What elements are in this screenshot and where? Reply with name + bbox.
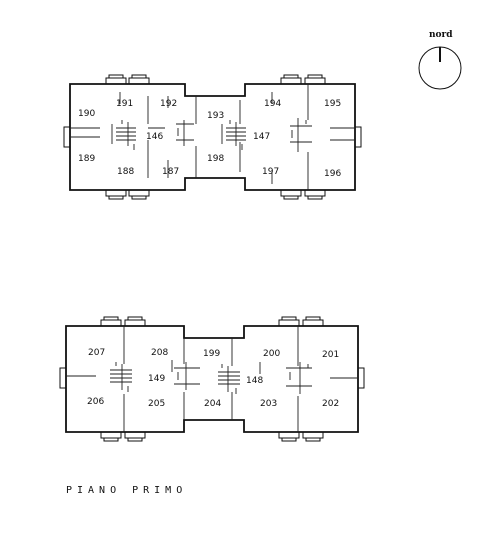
stair-label: 149 [148,374,165,384]
room-label: 202 [322,399,339,409]
lower-stair-core-west [174,362,200,390]
room-label: 200 [263,349,280,359]
room-label: 194 [264,99,281,109]
lower-top-bay-3 [278,316,300,326]
lower-top-bay-4 [302,316,324,326]
stair-label: 148 [246,376,263,386]
lower-stair-core-east [286,362,312,394]
upper-top-bay-4 [304,74,326,84]
room-label: 190 [78,109,95,119]
lower-bottom-bay-2 [124,432,146,442]
room-label: 195 [324,99,341,109]
upper-bottom-bay-3 [280,190,302,200]
upper-stair-core-east [290,118,312,152]
upper-partitions [70,84,355,190]
upper-east-bay [354,126,362,148]
room-label: 204 [204,399,221,409]
upper-bottom-bay-2 [128,190,150,200]
room-label: 207 [88,348,105,358]
upper-stair-core-146 [111,120,136,150]
room-label: 199 [203,349,220,359]
upper-top-bay-3 [280,74,302,84]
upper-top-bay-1 [105,74,127,84]
compass-label: nord [429,30,453,40]
lower-west-bay [59,367,67,389]
upper-building-block: 190 191 192 193 194 195 189 188 187 198 … [63,74,362,200]
upper-top-bay-2 [128,74,150,84]
lower-bottom-bay-3 [278,432,300,442]
lower-building-block: 207 208 199 200 201 206 205 204 203 202 … [59,316,365,442]
room-label: 187 [162,167,179,177]
stair-label: 146 [146,132,163,142]
room-label: 191 [116,99,133,109]
room-label: 206 [87,397,104,407]
room-label: 189 [78,154,95,164]
lower-block-outline [65,325,359,433]
upper-stair-core-west [176,120,194,146]
room-label: 197 [262,167,279,177]
upper-bottom-bay-1 [105,190,127,200]
upper-bottom-bay-4 [304,190,326,200]
floor-caption: PIANO PRIMO [66,485,188,496]
stair-label: 147 [253,132,270,142]
room-label: 208 [151,348,168,358]
room-label: 203 [260,399,277,409]
lower-bottom-bay-4 [302,432,324,442]
lower-top-bay-1 [100,316,122,326]
room-label: 192 [160,99,177,109]
room-label: 198 [207,154,224,164]
room-label: 193 [207,111,224,121]
room-label: 205 [148,399,165,409]
lower-top-bay-2 [124,316,146,326]
room-label: 201 [322,350,339,360]
lower-stair-core-149 [110,362,132,392]
lower-bottom-bay-1 [100,432,122,442]
room-label: 188 [117,167,134,177]
upper-stair-core-147 [221,120,246,150]
lower-stair-core-148 [218,364,240,394]
north-compass: nord [418,30,462,90]
room-label: 196 [324,169,341,179]
lower-partitions [66,326,358,432]
upper-block-outline [69,83,356,191]
